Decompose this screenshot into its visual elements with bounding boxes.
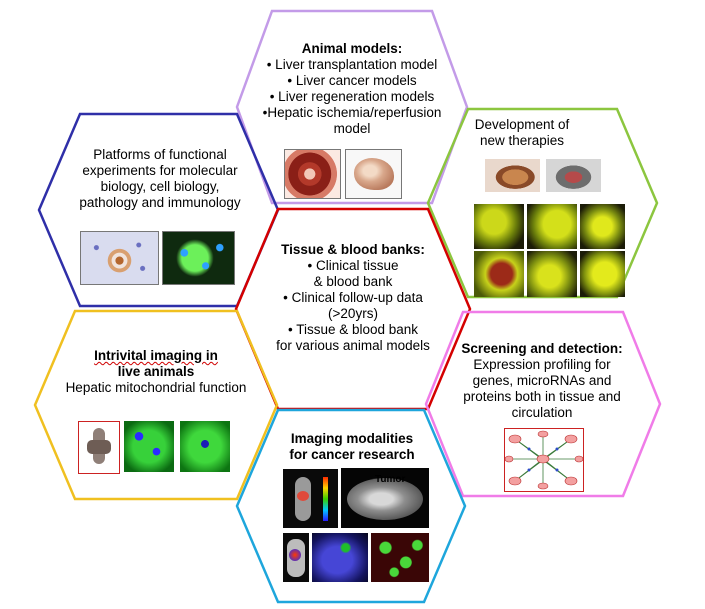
tissue-fluorescence-image: [371, 533, 429, 582]
hand-fluorescence-image: [312, 533, 368, 582]
screening-line: genes, microRNAs and: [472, 373, 612, 388]
tissue-item: • Tissue & blood bank: [287, 322, 419, 337]
animal-models-title: Animal models:: [301, 41, 403, 56]
hex-animal-models: [235, 9, 469, 205]
platforms-line: Platforms of functional: [93, 147, 227, 162]
therapy-panel-m1-day8: [474, 251, 524, 297]
bioluminescence-image: [283, 469, 338, 528]
intravital-title-part-1: Intrivital imaging in: [94, 348, 218, 363]
histology-image: [80, 231, 159, 285]
animal-item: model: [333, 121, 371, 136]
tissue-item: • Clinical follow-up data: [283, 290, 423, 305]
tissue-item: & blood bank: [313, 274, 393, 289]
therapy-photo-2: [546, 159, 601, 192]
screening-line: circulation: [511, 405, 573, 420]
hex-therapies: [426, 107, 659, 299]
imaging-title-line: for cancer research: [289, 447, 415, 462]
intravital-subtitle: Hepatic mitochondrial function: [65, 380, 247, 395]
hex-screening: [424, 310, 662, 498]
mouse-luminescence-image: [283, 533, 309, 582]
hex-intravital: [33, 309, 279, 501]
platforms-text: Platforms of functional experiments for …: [60, 147, 260, 211]
network-graph: [505, 430, 583, 490]
therapy-panel-neg-day1: [580, 204, 625, 249]
mri-image: Tumor: [341, 468, 429, 528]
mouse-photo: [78, 421, 120, 474]
platforms-line: experiments for molecular: [82, 163, 238, 178]
screening-title: Screening and detection:: [461, 341, 623, 356]
therapy-panel-blank-day1: [527, 204, 577, 249]
therapy-photo-1: [485, 159, 540, 192]
tissue-item: (>20yrs): [328, 306, 378, 321]
therapy-panel-blank-day8: [527, 251, 577, 297]
animal-item: • Liver cancer models: [287, 73, 417, 88]
animal-models-text: Animal models: • Liver transplantation m…: [237, 41, 467, 137]
tissue-item: • Clinical tissue: [307, 258, 399, 273]
tissue-banks-title: Tissue & blood banks:: [281, 242, 425, 257]
therapy-panel-m1-day1: [474, 204, 524, 249]
therapies-line: Development of: [474, 117, 570, 132]
immunofluorescence-image: [162, 231, 235, 285]
screening-line: proteins both in tissue and: [463, 389, 621, 404]
animal-item: •Hepatic ischemia/reperfusion: [262, 105, 442, 120]
hex-imaging: [235, 408, 467, 604]
tissue-banks-text: Tissue & blood banks: • Clinical tissue …: [250, 242, 456, 354]
intravital-text: Intrivital imaging in live animals Hepat…: [50, 348, 262, 396]
therapies-text: Development of new therapies: [462, 117, 582, 149]
therapy-panel-neg-day8: [580, 251, 625, 297]
imaging-title-line: Imaging modalities: [290, 431, 414, 446]
network-diagram-image: [504, 428, 584, 492]
screening-line: Expression profiling for: [473, 357, 611, 372]
tissue-item: for various animal models: [276, 338, 430, 353]
mitochondria-image-1: [124, 421, 174, 472]
liver-photo-1: [284, 149, 341, 199]
animal-item: • Liver regeneration models: [269, 89, 435, 104]
therapies-line: new therapies: [479, 133, 565, 148]
imaging-text: Imaging modalities for cancer research: [262, 431, 442, 463]
screening-text: Screening and detection: Expression prof…: [440, 341, 644, 421]
intravital-title-line-2: live animals: [117, 364, 195, 379]
liver-photo-2: [345, 149, 402, 199]
intravital-title-line-1: Intrivital imaging in: [50, 348, 262, 364]
animal-item: • Liver transplantation model: [266, 57, 438, 72]
mri-tumor-label: Tumor: [375, 474, 406, 485]
platforms-line: biology, cell biology,: [100, 179, 220, 194]
mitochondria-image-2: [180, 421, 230, 472]
platforms-line: pathology and immunology: [79, 195, 241, 210]
